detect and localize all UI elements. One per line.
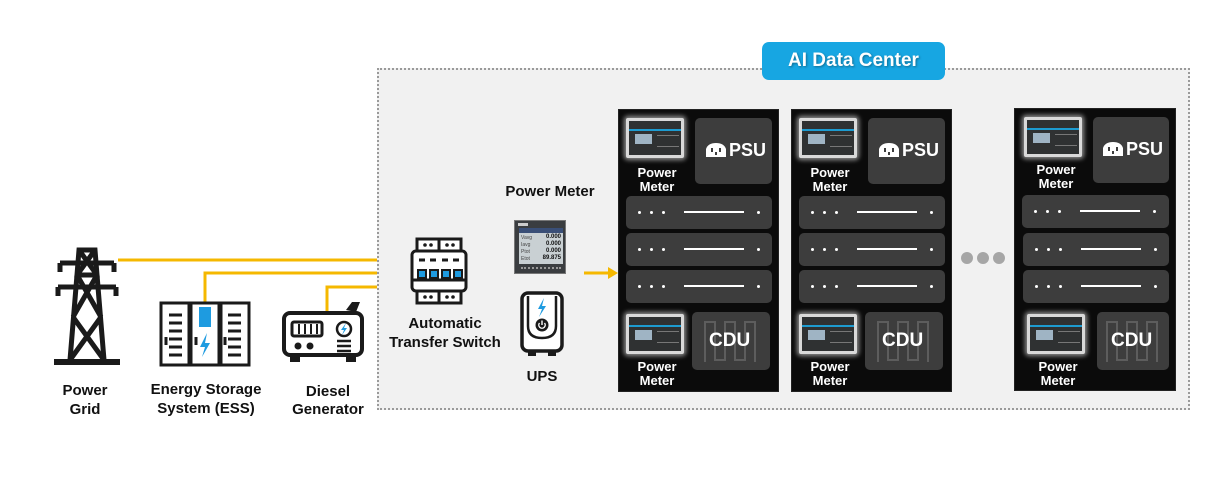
power-meter-screen: Vavg 0.000 Iavg 0.000 Ptot 0.000 Etot 89… (519, 228, 563, 264)
rack-power-meter-bottom (626, 314, 684, 354)
cdu-label: CDU (709, 330, 751, 351)
server-slot (1023, 233, 1169, 266)
power-meter-device: Vavg 0.000 Iavg 0.000 Ptot 0.000 Etot 89… (514, 220, 566, 274)
diesel-generator-icon (282, 302, 364, 362)
meter-row-value: 89.875 (542, 255, 561, 261)
rack-power-meter-bottom (799, 314, 857, 354)
power-outlet-icon (879, 143, 899, 157)
psu-label: PSU (902, 140, 940, 160)
meter-row-value: 0.000 (545, 248, 561, 254)
ats-label-1: Automatic (408, 315, 482, 332)
rack-power-meter-top (626, 118, 684, 158)
cdu-tile: CDU (1097, 312, 1169, 370)
server-slot (626, 270, 772, 303)
rack-power-meter-top (1024, 117, 1082, 157)
energy-storage-icon (159, 301, 251, 367)
rack-power-meter-bottom (1027, 314, 1085, 354)
power-grid-label-1: Power (62, 382, 108, 399)
cdu-label: CDU (1111, 330, 1153, 351)
coolant-coil-icon (877, 321, 929, 362)
transfer-switch-icon (410, 237, 468, 305)
server-slot (799, 196, 945, 229)
server-slot (1023, 270, 1169, 303)
psu-label: PSU (1126, 139, 1164, 159)
ess-label-1: Energy Storage (150, 381, 262, 398)
power-grid-label-2: Grid (69, 401, 101, 418)
cdu-label: CDU (882, 330, 924, 351)
diesel-generator-label-2: Generator (292, 401, 364, 418)
ess-label-2: System (ESS) (157, 400, 255, 417)
meter-row-name: Vavg (521, 235, 533, 241)
meter-row-0: Vavg (521, 235, 532, 242)
ats-label-2: Transfer Switch (389, 334, 501, 351)
ess-to-ats-line (203, 269, 400, 303)
cdu-tile: CDU (692, 312, 770, 370)
psu-tile: PSU (868, 118, 945, 184)
psu-tile: PSU (695, 118, 772, 184)
ups-label: UPS (526, 368, 558, 385)
meter-row-value: 0.000 (545, 241, 561, 247)
psu-label: PSU (729, 140, 767, 160)
rack-power-meter-top (799, 118, 857, 158)
power-outlet-icon (706, 143, 726, 157)
power-outlet-icon (1103, 142, 1123, 156)
coolant-coil-icon (704, 321, 756, 362)
psu-tile: PSU (1093, 117, 1169, 183)
server-slot (799, 270, 945, 303)
meter-to-rack-arrow (584, 267, 618, 279)
ups-icon (520, 291, 564, 356)
cdu-tile: CDU (865, 312, 943, 370)
diesel-generator-label-1: Diesel (305, 383, 351, 400)
power-grid-tower-icon (54, 247, 120, 365)
server-slot (626, 196, 772, 229)
generator-to-ats-line (325, 283, 400, 318)
meter-row-name: Iavg (521, 242, 531, 248)
meter-row-name: Etot (521, 256, 530, 262)
meter-row-value: 0.000 (545, 234, 561, 240)
coolant-coil-icon (1106, 321, 1158, 362)
meter-row-name: Ptot (521, 249, 530, 255)
data-center-title: AI Data Center (762, 42, 945, 80)
server-slot (799, 233, 945, 266)
power-meter-title: Power Meter (505, 183, 595, 200)
server-slot (626, 233, 772, 266)
server-slot (1022, 195, 1169, 228)
